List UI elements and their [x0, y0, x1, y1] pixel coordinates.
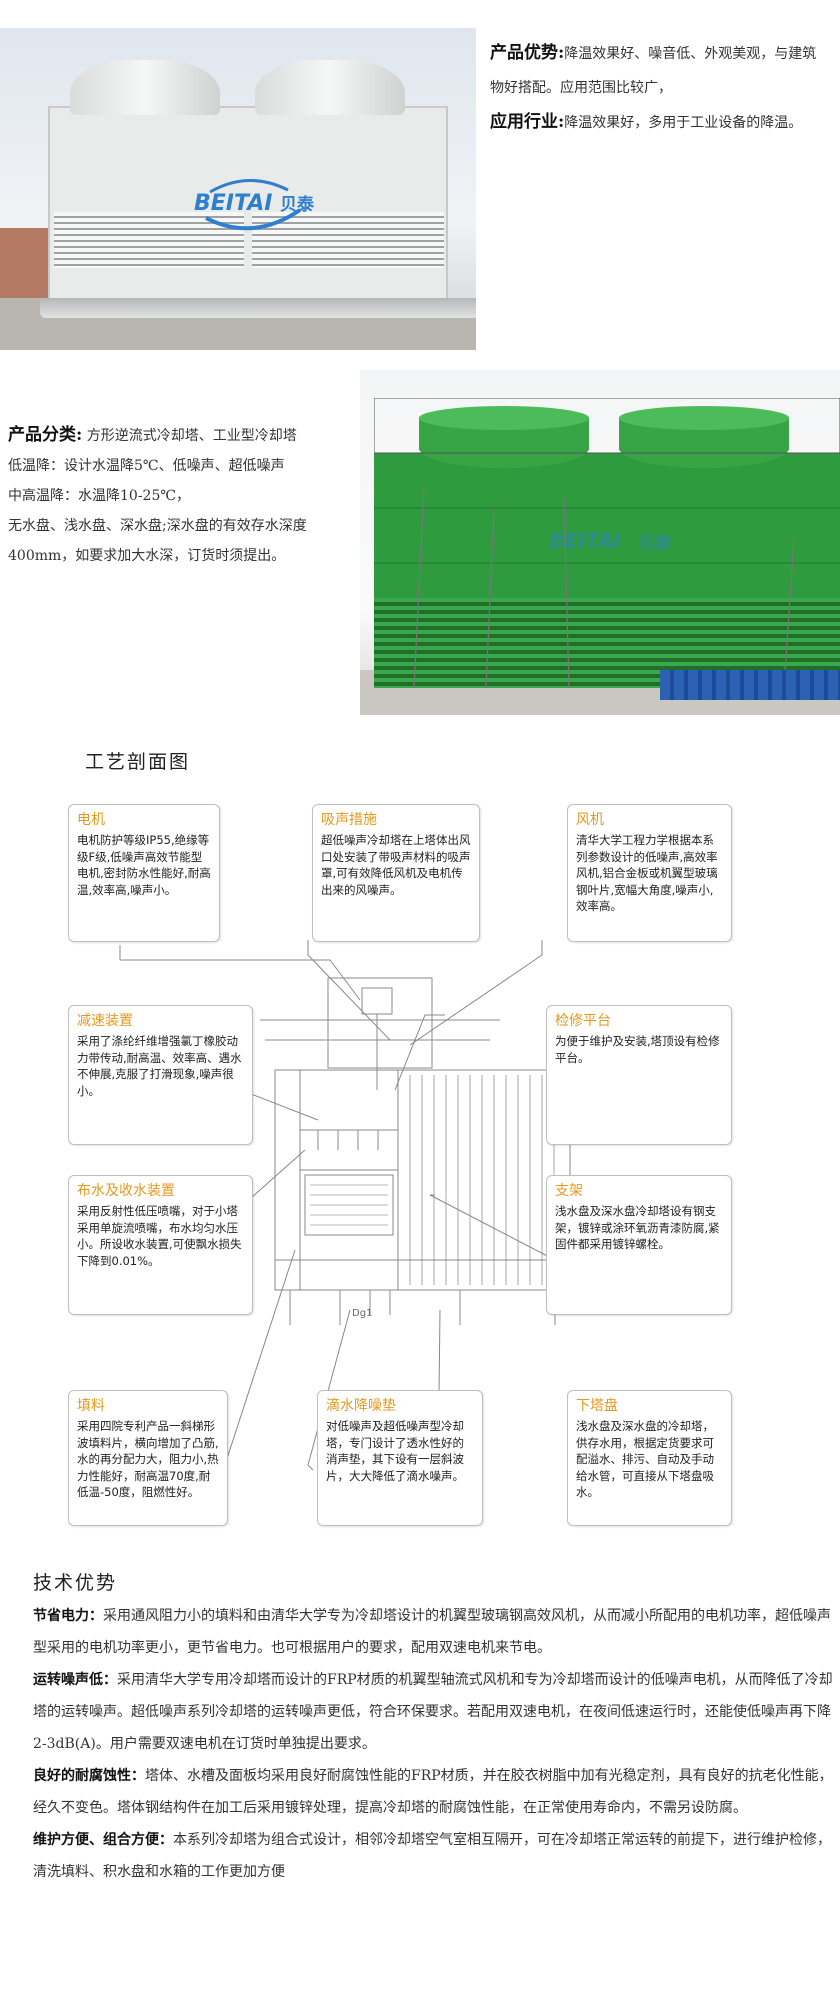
tech-advantage-title: 技术优势 — [33, 1572, 118, 1594]
diagram-title: 工艺剖面图 — [85, 751, 191, 773]
tech-item: 节省电力：采用通风阻力小的填料和由清华大学专为冷却塔设计的机翼型玻璃钢高效风机，… — [33, 1600, 833, 1664]
tech-item-label: 节省电力： — [33, 1608, 103, 1624]
box-text: 采用四院专利产品一斜梯形波填料片，横向增加了凸筋,水的再分配力大，阻力小,热力性… — [77, 1419, 219, 1499]
logo-text: BEITAI — [549, 529, 621, 553]
diagram-box-fan: 风机 清华大学工程力学根据本系列参数设计的低噪声,高效率风机,铝合金板或机翼型玻… — [567, 804, 732, 942]
category-line: 无水盘、浅水盘、深水盘;深水盘的有效存水深度400mm，如要求加大水深，订货时须… — [8, 518, 307, 564]
diagram-box-water-distribution: 布水及收水装置 采用反射性低压喷嘴，对于小塔采用单旋流喷嘴，布水均匀水压小。所设… — [68, 1175, 253, 1315]
box-title: 吸声措施 — [321, 812, 377, 828]
box-text: 清华大学工程力学根据本系列参数设计的低噪声,高效率风机,铝合金板或机翼型玻璃钢叶… — [576, 833, 718, 913]
green-tower-drawing: BEITAI 贝泰 — [374, 398, 840, 688]
box-text: 浅水盘及深水盘的冷却塔，供存水用，根据定货要求可配溢水、排污、自动及手动给水管，… — [576, 1419, 714, 1499]
tech-item: 良好的耐腐蚀性：塔体、水槽及面板均采用良好耐腐蚀性能的FRP材质，并在胶衣树脂中… — [33, 1760, 833, 1824]
advantage-label: 产品优势: — [490, 43, 565, 63]
green-cooling-tower-photo: BEITAI 贝泰 — [360, 370, 840, 715]
beitai-logo-icon: BEITAI 贝泰 — [194, 179, 315, 231]
tech-item-text: 采用通风阻力小的填料和由清华大学专为冷却塔设计的机翼型玻璃钢高效风机，从而减小所… — [33, 1608, 831, 1656]
diagram-box-sound-absorb: 吸声措施 超低噪声冷却塔在上塔体出风口处安装了带吸声材料的吸声罩,可有效降低风机… — [312, 804, 480, 942]
white-cooling-tower-photo: BEITAI 贝泰 — [0, 28, 476, 350]
diagram-box-lower-basin: 下塔盘 浅水盘及深水盘的冷却塔，供存水用，根据定货要求可配溢水、排污、自动及手动… — [567, 1390, 732, 1526]
box-text: 对低噪声及超低噪声型冷却塔，专门设计了透水性好的消声垫，其下设有一层斜波片，大大… — [326, 1419, 464, 1483]
box-title: 布水及收水装置 — [77, 1183, 175, 1199]
box-text: 采用了涤纶纤维增强氯丁橡胶动力带传动,耐高温、效率高、遇水不伸展,克服了打滑现象… — [77, 1034, 242, 1098]
advantage-text: 降温效果好、噪音低、外观美观，与建筑物好搭配。应用范围比较广， — [490, 46, 817, 96]
diagram-box-motor: 电机 电机防护等级IP55,绝缘等级F级,低噪声高效节能型电机,密封防水性能好,… — [68, 804, 220, 942]
box-title: 滴水降噪垫 — [326, 1398, 396, 1414]
box-text: 为便于维护及安装,塔顶设有检修平台。 — [555, 1034, 720, 1065]
logo-cn-text: 贝泰 — [639, 533, 672, 552]
box-title: 检修平台 — [555, 1013, 611, 1029]
diagram-box-reducer: 减速装置 采用了涤纶纤维增强氯丁橡胶动力带传动,耐高温、效率高、遇水不伸展,克服… — [68, 1005, 253, 1145]
category-line: 中高温降：水温降10-25℃， — [8, 488, 191, 504]
box-title: 支架 — [555, 1183, 583, 1199]
tech-item: 维护方便、组合方便：本系列冷却塔为组合式设计，相邻冷却塔空气室相互隔开，可在冷却… — [33, 1824, 833, 1888]
box-title: 电机 — [77, 812, 105, 828]
box-title: 减速装置 — [77, 1013, 133, 1029]
tech-item-label: 维护方便、组合方便： — [33, 1832, 173, 1848]
product-category-block: 产品分类: 方形逆流式冷却塔、工业型冷却塔 低温降：设计水温降5℃、低噪声、超低… — [8, 420, 348, 571]
pipe-label: Dg1 — [352, 1308, 372, 1319]
box-title: 下塔盘 — [576, 1398, 618, 1414]
box-title: 风机 — [576, 812, 604, 828]
diagram-box-platform: 检修平台 为便于维护及安装,塔顶设有检修平台。 — [546, 1005, 732, 1145]
tech-item-label: 运转噪声低： — [33, 1672, 117, 1688]
box-title: 填料 — [77, 1398, 105, 1414]
tech-item-text: 采用清华大学专用冷却塔而设计的FRP材质的机翼型轴流式风机和专为冷却塔而设计的低… — [33, 1672, 833, 1752]
box-text: 采用反射性低压喷嘴，对于小塔采用单旋流喷嘴，布水均匀水压小。所设收水装置,可使飘… — [77, 1204, 242, 1268]
diagram-box-drip-pad: 滴水降噪垫 对低噪声及超低噪声型冷却塔，专门设计了透水性好的消声垫，其下设有一层… — [317, 1390, 483, 1526]
industry-label: 应用行业: — [490, 112, 565, 132]
box-text: 浅水盘及深水盘冷却塔设有钢支架，镀锌或涂环氧沥青漆防腐,紧固件都采用镀锌螺栓。 — [555, 1204, 720, 1251]
tech-item: 运转噪声低：采用清华大学专用冷却塔而设计的FRP材质的机翼型轴流式风机和专为冷却… — [33, 1664, 833, 1760]
tech-item-label: 良好的耐腐蚀性： — [33, 1768, 145, 1784]
logo-cn-text: 贝泰 — [280, 194, 315, 215]
box-text: 电机防护等级IP55,绝缘等级F级,低噪声高效节能型电机,密封防水性能好,耐高温… — [77, 833, 211, 897]
tech-item-text: 本系列冷却塔为组合式设计，相邻冷却塔空气室相互隔开，可在冷却塔正常运转的前提下，… — [33, 1832, 831, 1880]
diagram-box-fill: 填料 采用四院专利产品一斜梯形波填料片，横向增加了凸筋,水的再分配力大，阻力小,… — [68, 1390, 228, 1526]
category-label: 产品分类: — [8, 425, 83, 445]
product-advantage-block: 产品优势:降温效果好、噪音低、外观美观，与建筑物好搭配。应用范围比较广， 应用行… — [490, 36, 830, 140]
box-text: 超低噪声冷却塔在上塔体出风口处安装了带吸声材料的吸声罩,可有效降低风机及电机传出… — [321, 833, 471, 897]
diagram-box-support: 支架 浅水盘及深水盘冷却塔设有钢支架，镀锌或涂环氧沥青漆防腐,紧固件都采用镀锌螺… — [546, 1175, 732, 1315]
tech-advantage-list: 节省电力：采用通风阻力小的填料和由清华大学专为冷却塔设计的机翼型玻璃钢高效风机，… — [33, 1600, 833, 1888]
tech-item-text: 塔体、水槽及面板均采用良好耐腐蚀性能的FRP材质，并在胶衣树脂中加有光稳定剂，具… — [33, 1768, 833, 1816]
logo-text: BEITAI — [194, 191, 273, 216]
category-text: 方形逆流式冷却塔、工业型冷却塔 — [86, 428, 297, 444]
process-section-diagram: Dg1 电机 电机防护等级IP55,绝缘等级F级,低噪声高效节能型电机,密封防水… — [60, 790, 750, 1530]
category-line: 低温降：设计水温降5℃、低噪声、超低噪声 — [8, 458, 285, 474]
industry-text: 降温效果好，多用于工业设备的降温。 — [564, 115, 803, 131]
